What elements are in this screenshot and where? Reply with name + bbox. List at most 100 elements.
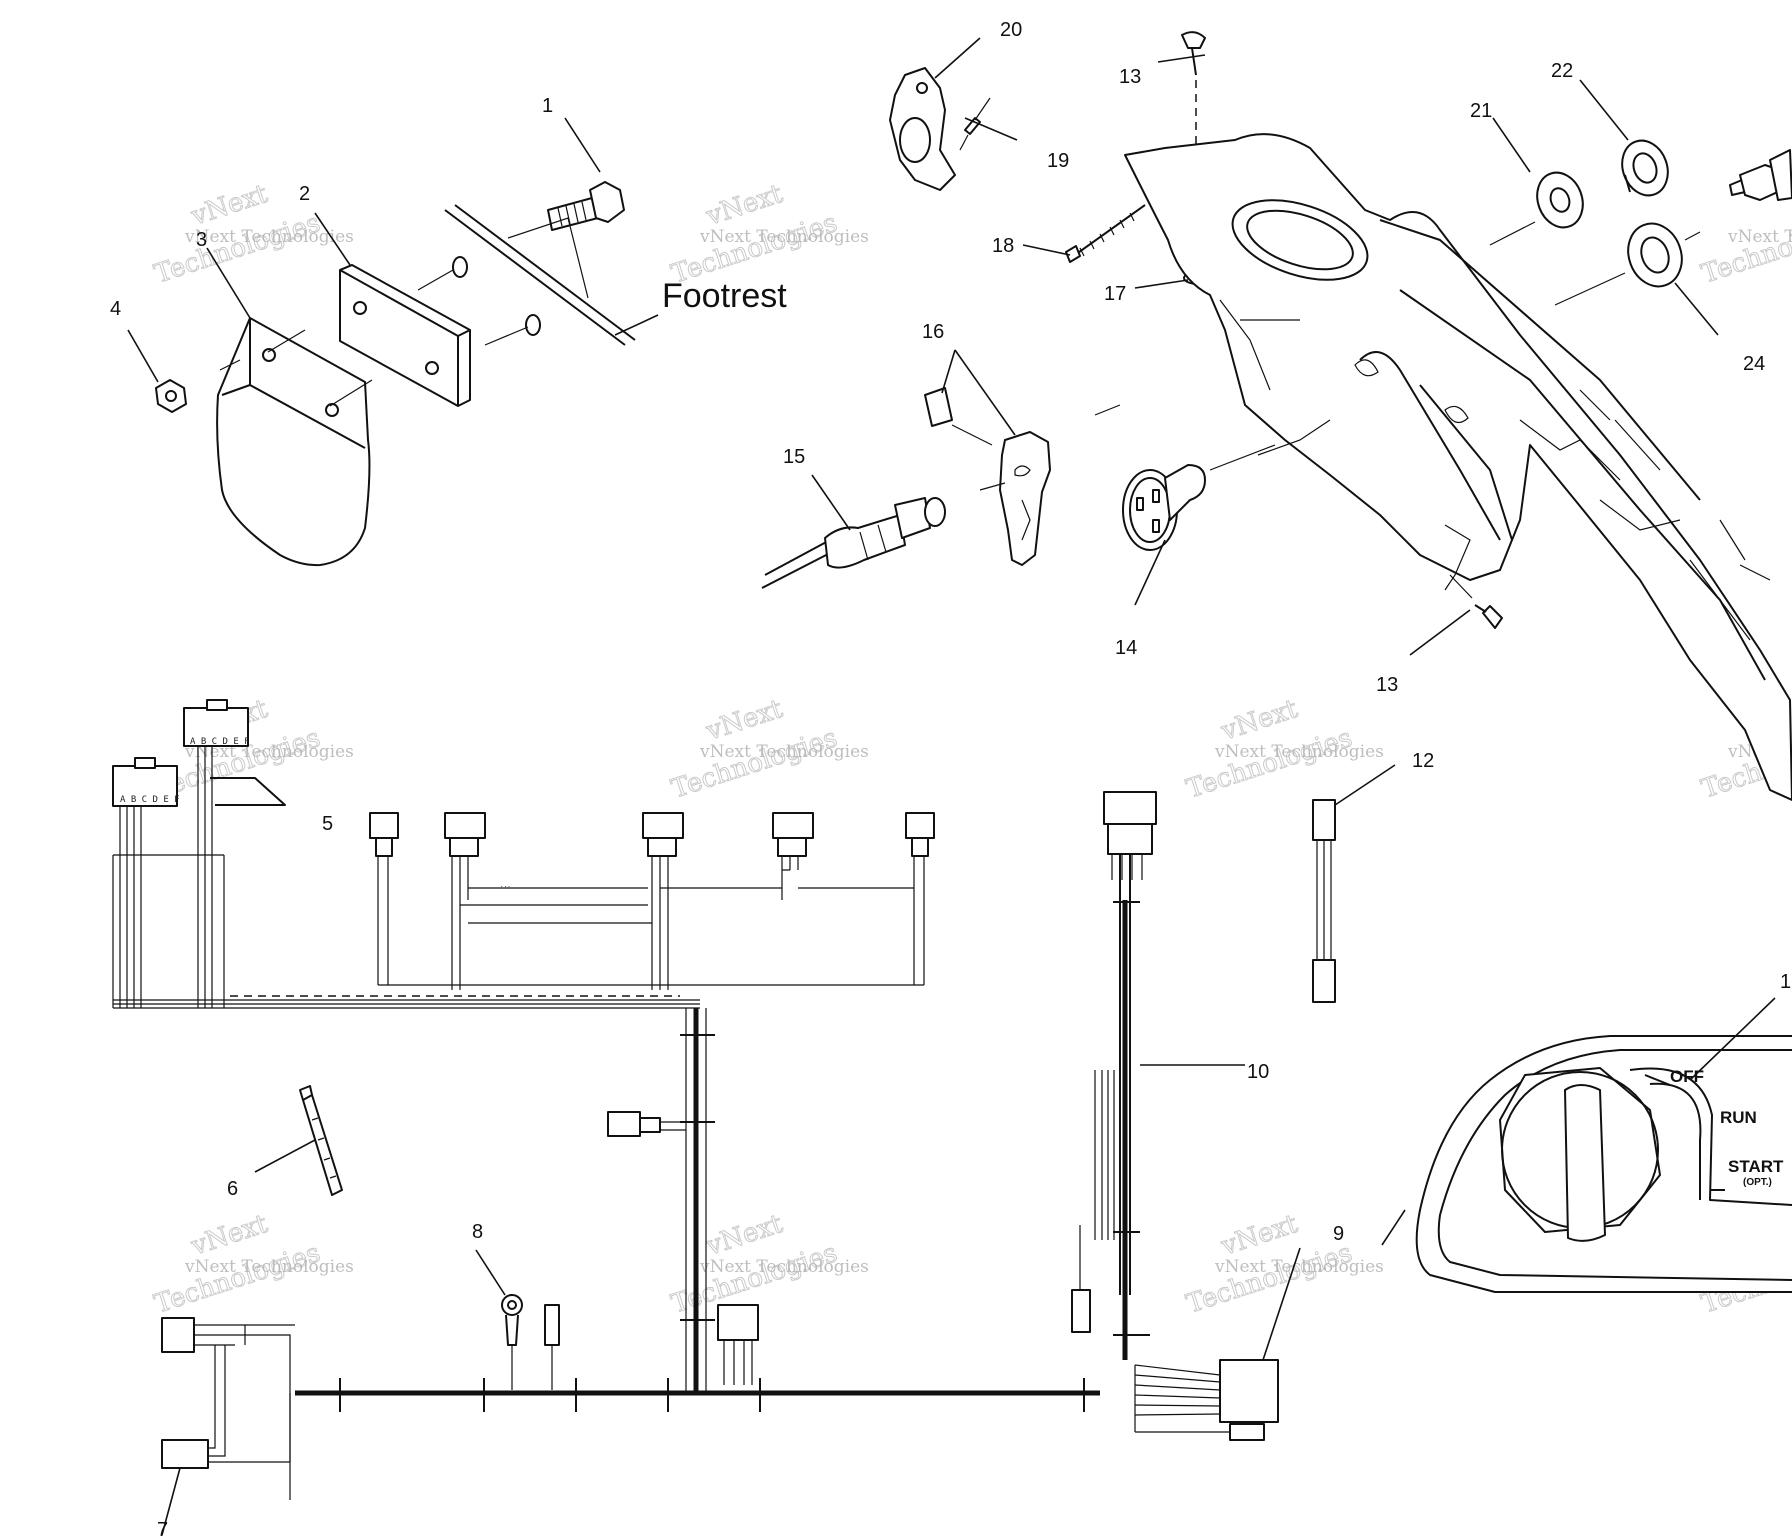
svg-text:vNext Technologies: vNext Technologies [1214, 742, 1384, 762]
mount-bracket [889, 67, 956, 191]
harness-connector-top [1103, 791, 1157, 880]
side-connector [607, 1111, 686, 1137]
washer-21 [1489, 171, 1584, 246]
svg-text:vNext: vNext [702, 1209, 787, 1262]
watermark-9: vNext vNext Technologies Technologies [150, 1208, 354, 1320]
watermark-7: vNext vNext Technologies Technologies [1182, 693, 1384, 805]
pad-hole-upper [262, 348, 276, 362]
ignition-switch-panel: OFF RUN START (OPT.) [1415, 1035, 1792, 1293]
ignition-key-switch [761, 497, 946, 589]
center-bottom-connector [717, 1304, 759, 1385]
callout-24: 24 [1743, 353, 1765, 375]
svg-text:vNext: vNext [702, 694, 787, 747]
callout-10: 10 [1247, 1061, 1269, 1083]
svg-text:vNext Technologies: vNext Technologies [699, 1257, 869, 1277]
callout-19: 19 [1047, 150, 1069, 172]
bolt [547, 181, 625, 231]
callout-7: 7 [157, 1519, 168, 1536]
roll-pin [959, 97, 991, 151]
svg-text:Technologies: Technologies [1183, 1238, 1356, 1320]
ring-terminal [501, 1294, 523, 1390]
svg-text:Technologies: Technologies [151, 1238, 324, 1320]
accessory-plug [1094, 404, 1276, 551]
callout-11: 1 [1780, 971, 1791, 993]
callout-4: 4 [110, 298, 121, 320]
callout-15: 15 [783, 446, 805, 468]
watermark-1: vNext vNext Technologies Technologies [150, 178, 354, 290]
callout-5: 5 [322, 813, 333, 835]
svg-text:A B C D E F: A B C D E F [120, 795, 180, 805]
switch-start-label: START [1728, 1157, 1784, 1176]
svg-text:vNext Technologies: vNext Technologies [1214, 1257, 1384, 1277]
callout-1: 1 [542, 95, 553, 117]
svg-text:vNext: vNext [187, 1209, 272, 1262]
watermark-2: vNext vNext Technologies Technologies [667, 178, 869, 290]
svg-text:Technologies: Technologies [1698, 208, 1792, 290]
callout-12: 12 [1412, 750, 1434, 772]
callout-2: 2 [299, 183, 310, 205]
svg-text:Technologies: Technologies [151, 208, 324, 290]
svg-text:Technologies: Technologies [668, 723, 841, 805]
callout-13-bottom: 13 [1376, 674, 1398, 696]
watermark-6: vNext vNext Technologies Technologies [667, 693, 869, 805]
svg-text:vNext Technologies: vNext Technologies [184, 1257, 354, 1277]
block-hole-upper [353, 301, 367, 315]
footrest-assembly [155, 181, 636, 567]
callout-21: 21 [1470, 100, 1492, 122]
svg-text:vNext: vNext [702, 179, 787, 232]
main-harness-connector [1134, 1359, 1279, 1441]
callout-22: 22 [1551, 60, 1573, 82]
switch-run-label: RUN [1720, 1108, 1757, 1127]
nut-24 [1554, 222, 1701, 306]
watermark-5: vNext vNext Technologies Technologies [150, 693, 353, 805]
pad-hole-lower [325, 403, 339, 417]
callout-16: 16 [922, 321, 944, 343]
wire-note-1: ... [500, 882, 511, 889]
console-housing [1124, 133, 1792, 801]
callout-8: 8 [472, 1221, 483, 1243]
bullet-connector [1071, 1225, 1091, 1333]
callout-3: 3 [196, 229, 207, 251]
switch-off-label: OFF [1670, 1067, 1704, 1086]
callout-14: 14 [1115, 637, 1137, 659]
connector-bottom-left-lower [161, 1345, 290, 1469]
branch-connector-3 [642, 812, 684, 990]
block-hole-lower [425, 361, 439, 375]
washer-upper [452, 256, 468, 278]
footrest-label: Footrest [662, 277, 787, 315]
adapter-harness [1312, 799, 1336, 1003]
svg-text:vNext: vNext [187, 179, 272, 232]
screw-bottom [1449, 574, 1503, 629]
svg-text:vNext: vNext [1217, 694, 1302, 747]
callout-9: 9 [1333, 1223, 1344, 1245]
callout-18: 18 [992, 235, 1014, 257]
svg-text:vNext Technologies: vNext Technologies [699, 227, 869, 247]
svg-text:vNext Technologies: vNext Technologies [184, 227, 354, 247]
svg-text:vNext Technologies: vNext Technologies [699, 742, 869, 762]
callout-13-top: 13 [1119, 66, 1141, 88]
screw-top [1181, 31, 1206, 245]
svg-text:vNext: vNext [1217, 1209, 1302, 1262]
switch-knob [924, 387, 1051, 566]
connector-bottom-left-upper [161, 1317, 295, 1500]
svg-text:Technologies: Technologies [1183, 723, 1356, 805]
branch-connector-5 [905, 812, 935, 985]
connector-lower-left: A B C D E F [112, 757, 180, 807]
branch-connector-1 [369, 812, 399, 985]
branch-connector-2 [444, 812, 486, 990]
footrest-pad [216, 317, 371, 567]
keys [1729, 149, 1792, 201]
callout-17: 17 [1104, 283, 1126, 305]
nut [155, 379, 187, 413]
screw-long [1065, 204, 1146, 263]
nut-22 [1621, 139, 1669, 197]
branch-connector-4 [772, 812, 814, 900]
cable-tie [299, 1085, 343, 1196]
washer-lower [525, 314, 541, 336]
switch-opt-label: (OPT.) [1743, 1177, 1772, 1188]
svg-text:vNext Technologies: vNext Technologies [1727, 227, 1792, 247]
watermark-4: vNext Technologies Technologies [1697, 207, 1792, 290]
callout-20: 20 [1000, 19, 1022, 41]
wiring-harness: A B C D E F A B C D E F [112, 699, 1336, 1500]
